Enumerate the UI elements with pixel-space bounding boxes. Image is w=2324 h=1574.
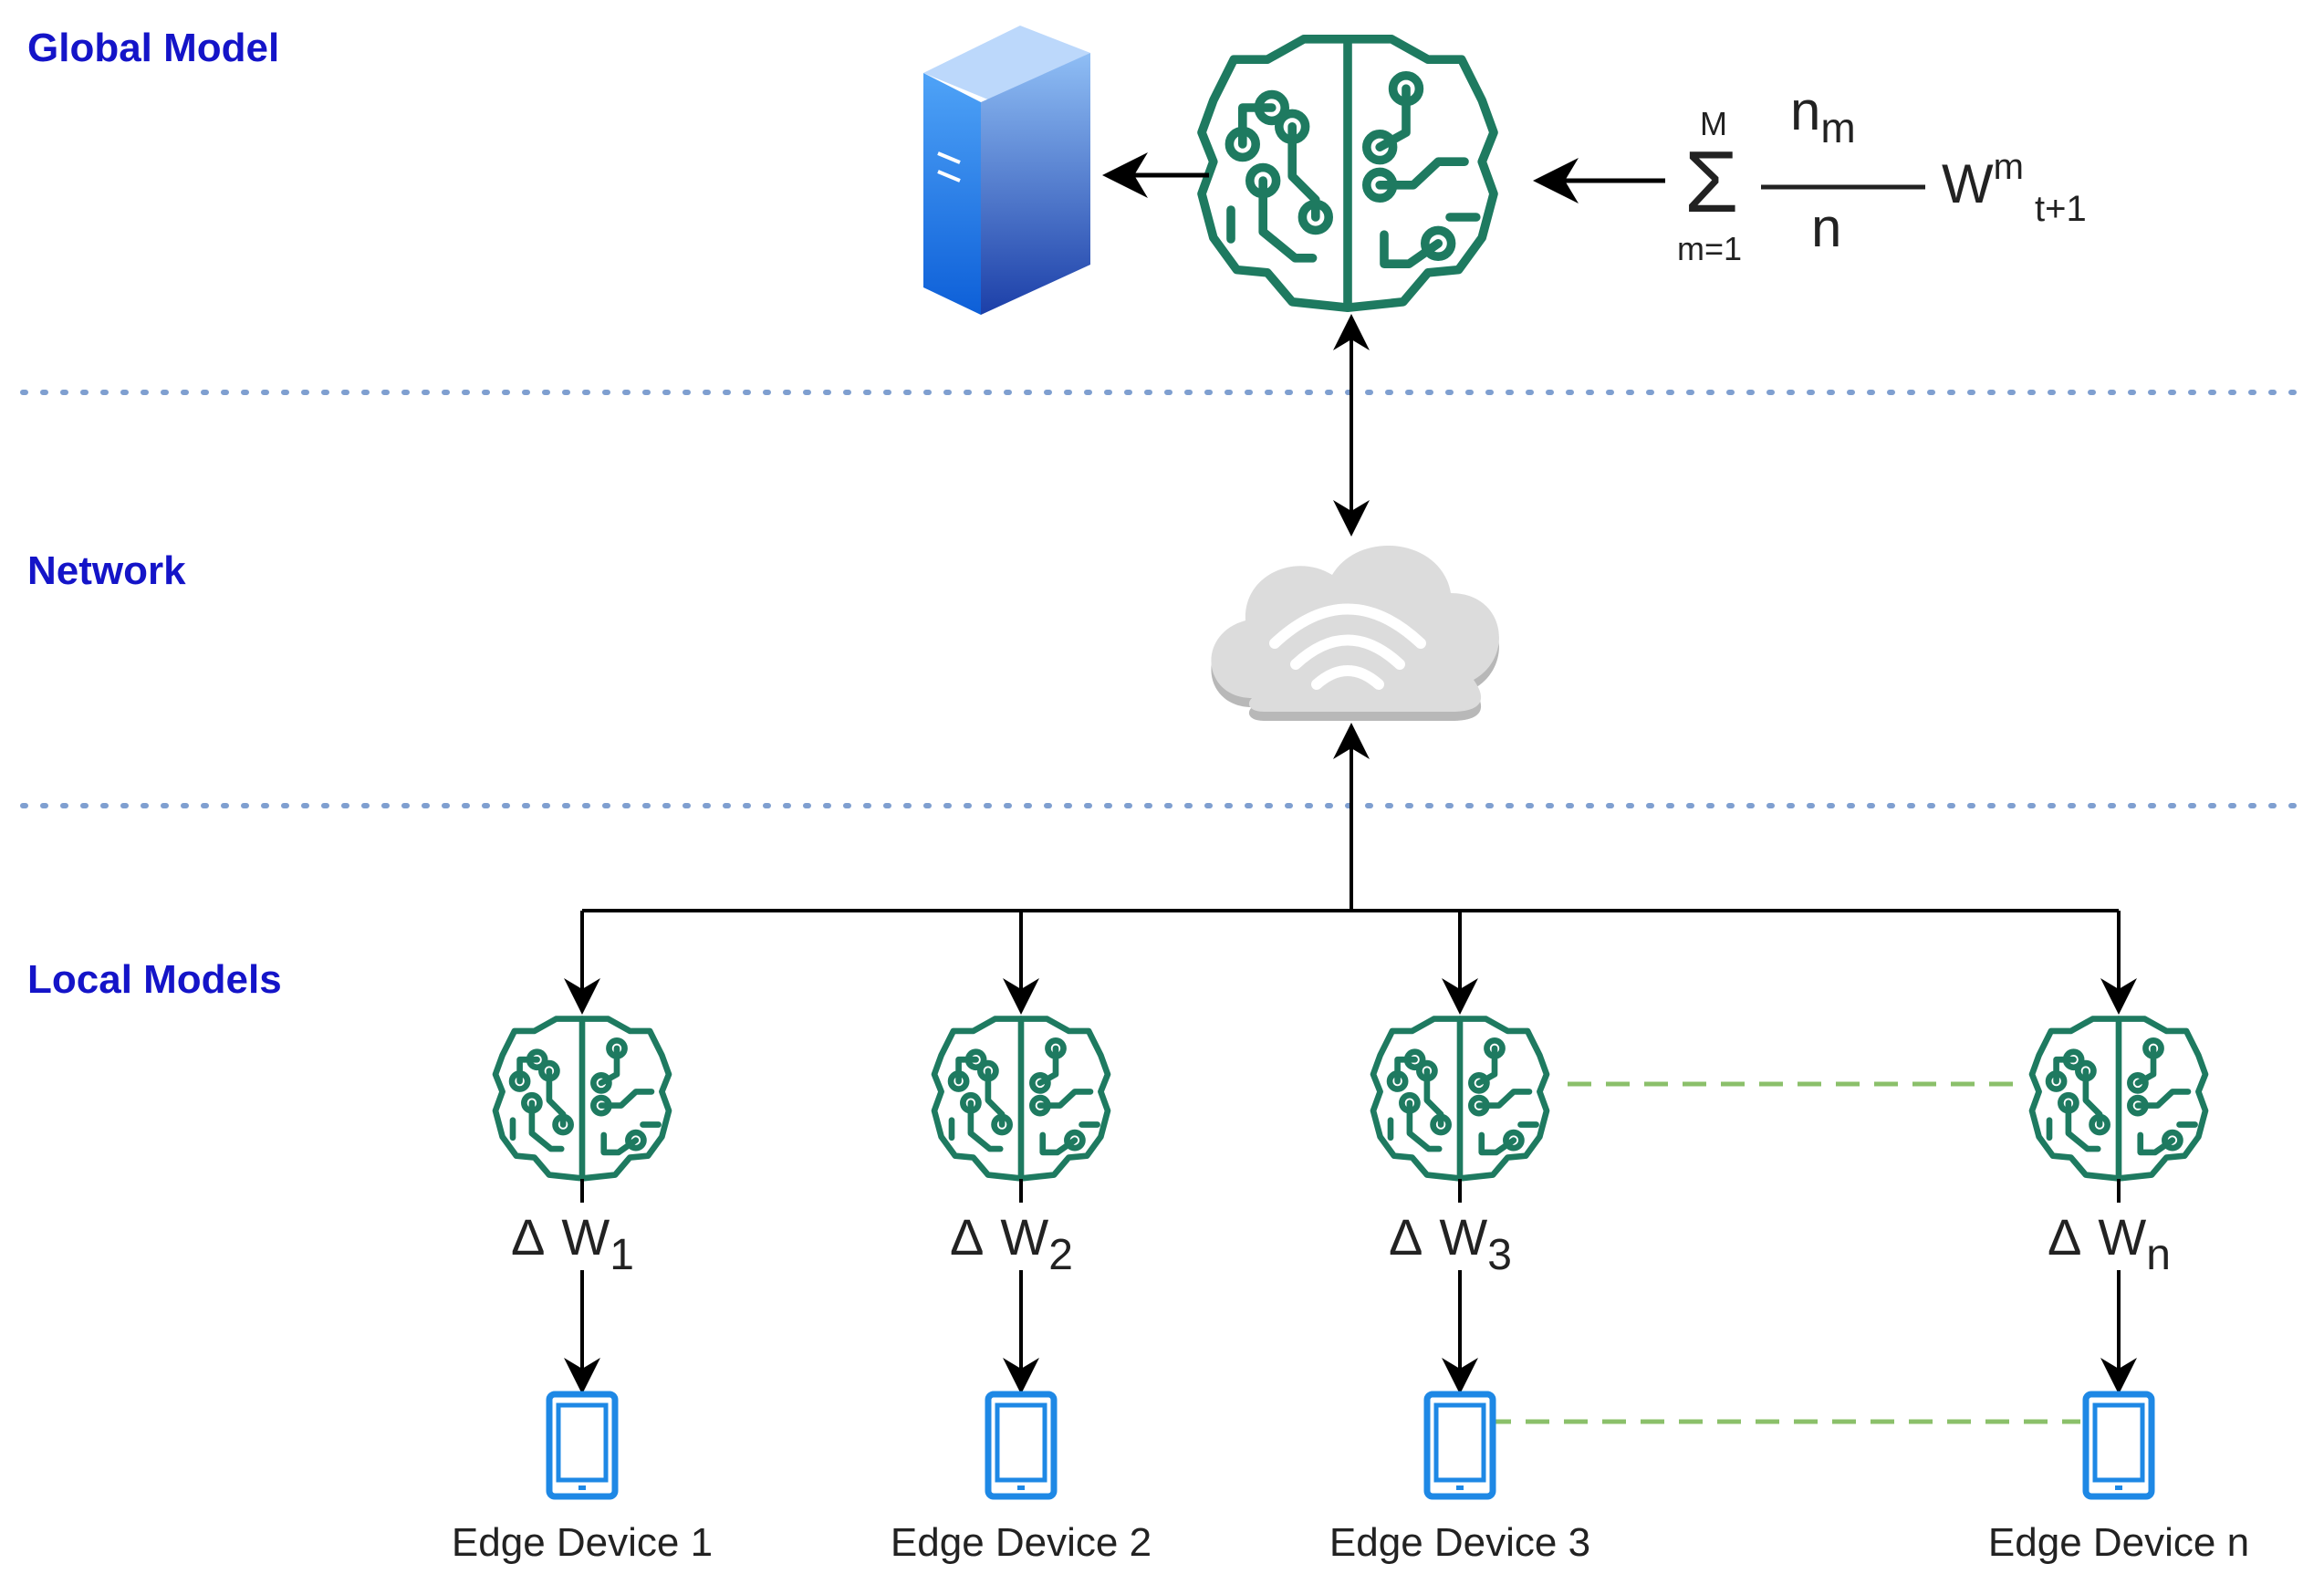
server-icon — [923, 26, 1090, 315]
layer-label-network: Network — [27, 548, 186, 593]
layer-label-global: Global Model — [27, 26, 279, 70]
smartphone-icon — [549, 1394, 615, 1496]
local-model-brain-icon — [933, 1018, 1109, 1179]
device-label: Edge Device 3 — [1329, 1520, 1590, 1565]
smartphone-icon — [2086, 1394, 2152, 1496]
device-label: Edge Device 2 — [891, 1520, 1152, 1565]
global-model-brain-icon — [1201, 37, 1495, 309]
fraction-denominator: n — [1811, 197, 1841, 258]
device-label: Edge Device 1 — [452, 1520, 713, 1565]
wifi-cloud-icon — [1211, 545, 1499, 721]
fraction-numerator: nm — [1790, 80, 1856, 151]
local-model-brain-icon — [495, 1018, 670, 1179]
local-model-brain-icon — [2031, 1018, 2206, 1179]
device-label: Edge Device n — [1988, 1520, 2249, 1565]
local-model-brain-icon — [1372, 1018, 1548, 1179]
layer-label-local: Local Models — [27, 957, 282, 1002]
weight-term: Wmt+1 — [1942, 147, 2087, 229]
sum-upper-limit: M — [1700, 105, 1727, 142]
sum-symbol: Σ — [1684, 133, 1738, 231]
smartphone-icon — [988, 1394, 1054, 1496]
aggregation-formula: M Σ m=1 nm n Wmt+1 — [1677, 80, 2087, 267]
sum-lower-limit: m=1 — [1677, 230, 1742, 267]
smartphone-icon — [1427, 1394, 1493, 1496]
